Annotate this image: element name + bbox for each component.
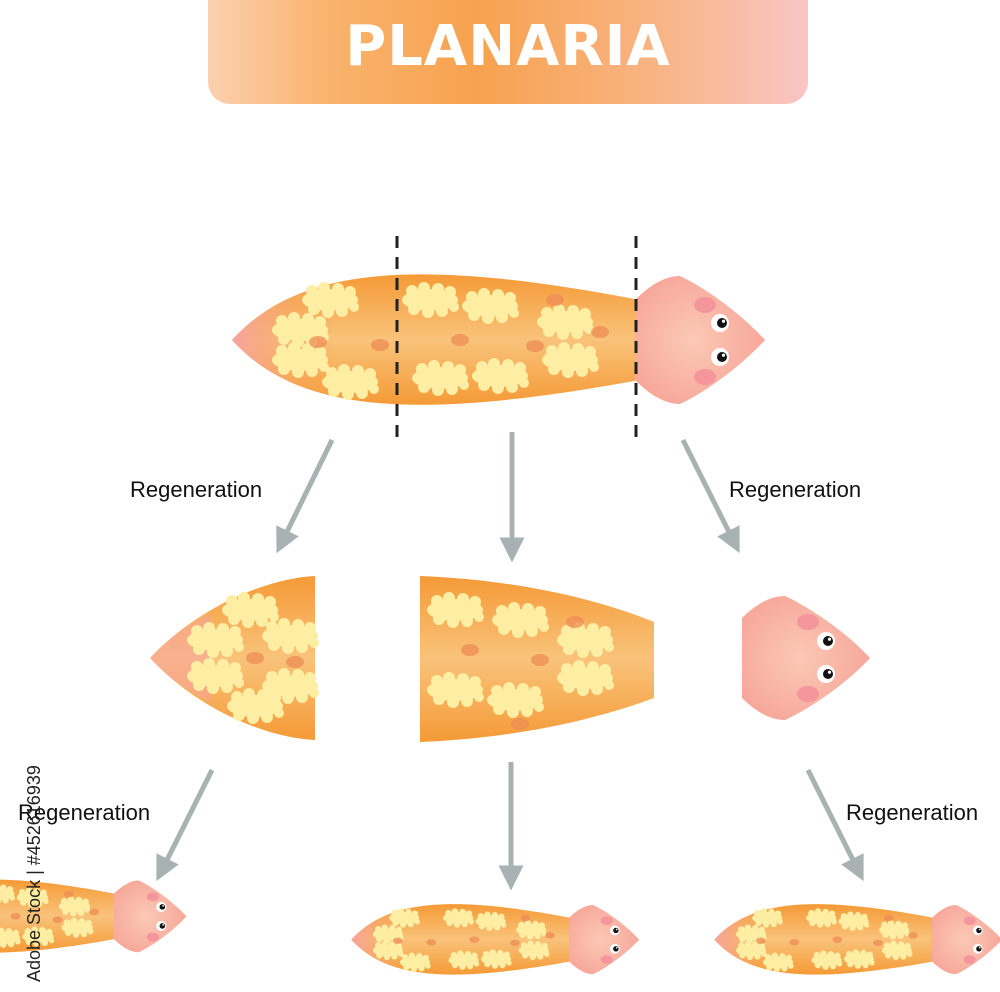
planaria-regenerated-right [714, 904, 1000, 974]
fragment-tail [150, 576, 319, 740]
stock-watermark: Adobe Stock | #452616939 [4, 752, 44, 992]
planaria-original [232, 274, 765, 404]
label-regeneration-top-right: Regeneration [729, 477, 862, 502]
label-regeneration-bottom-right: Regeneration [846, 800, 979, 825]
arrow-bottom-right [805, 768, 864, 882]
fragment-middle [420, 576, 654, 742]
title-banner: PLANARIA [208, 0, 808, 104]
arrow-top-right [680, 438, 740, 554]
label-regeneration-bottom-left: Regeneration [18, 800, 151, 825]
fragment-head [742, 596, 870, 720]
arrow-top-left [276, 438, 335, 554]
arrow-bottom-left [156, 768, 215, 882]
watermark-text: Adobe Stock | #452616939 [24, 765, 44, 982]
planaria-regenerated-middle [351, 904, 639, 974]
page-title: PLANARIA [345, 14, 671, 79]
label-regeneration-top-left: Regeneration [130, 477, 263, 502]
